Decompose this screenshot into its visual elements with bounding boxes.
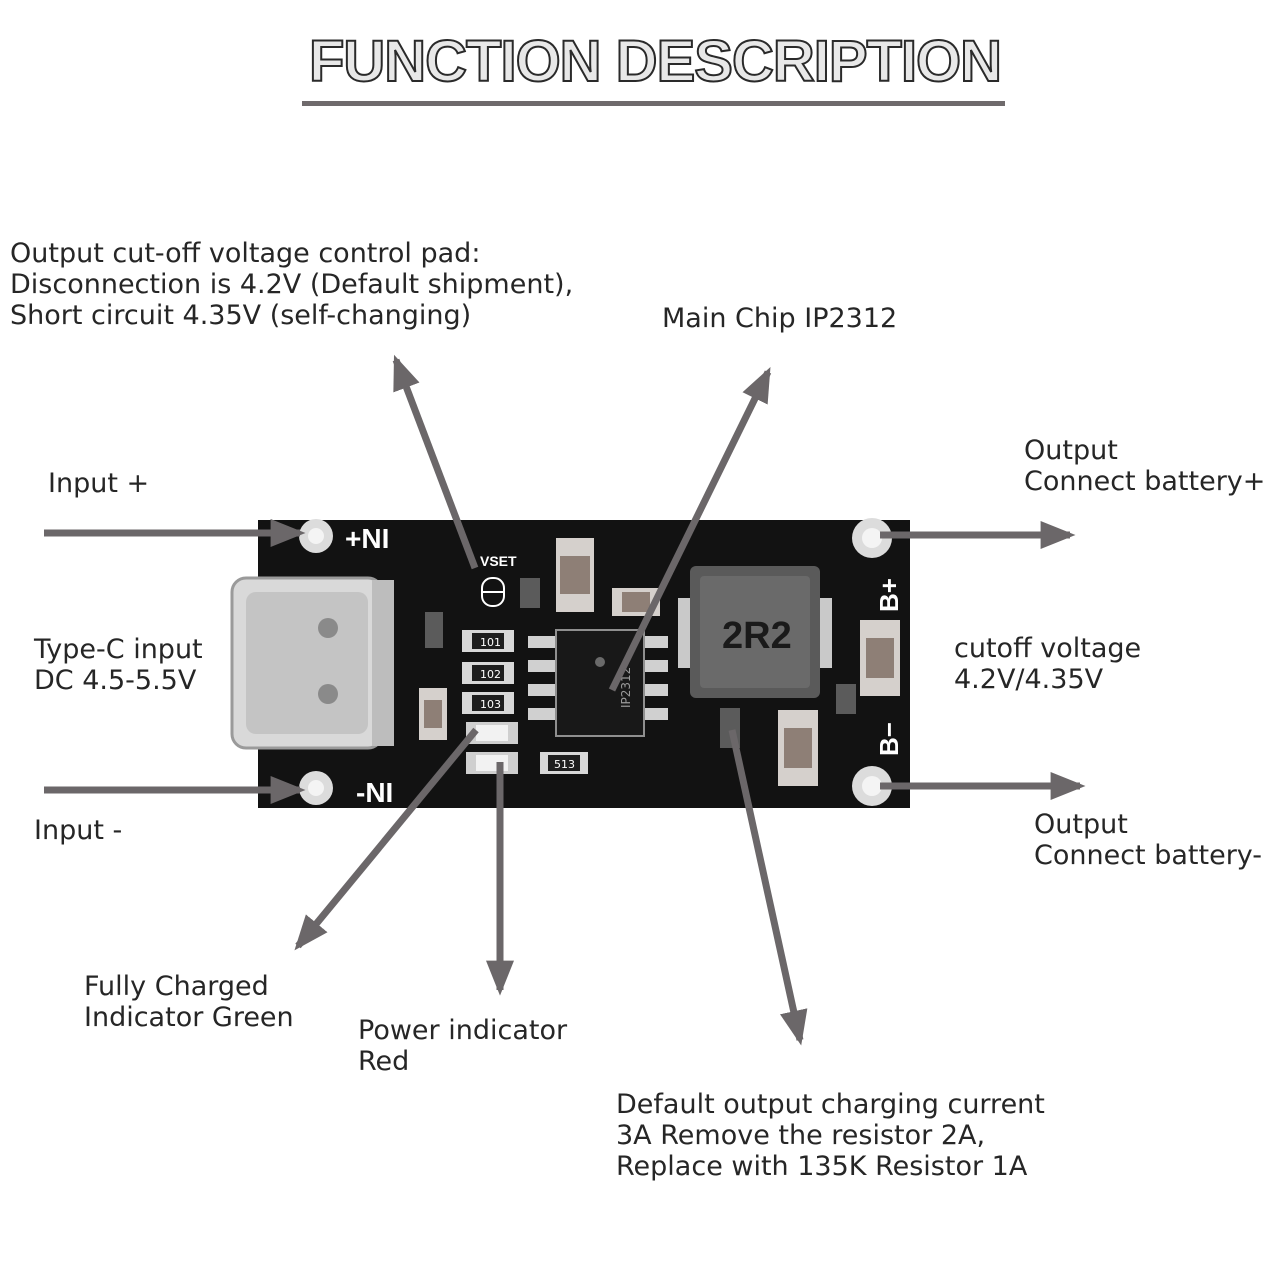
- label-input-minus: Input -: [34, 815, 123, 846]
- arrow-main-chip: [608, 366, 772, 692]
- page-title: FUNCTION DESCRIPTION: [308, 28, 1003, 95]
- label-cutoff-voltage: cutoff voltage 4.2V/4.35V: [954, 633, 1142, 695]
- callout-arrows: [44, 354, 1086, 1046]
- resistor-103-code: 103: [480, 698, 501, 711]
- chip-marking: IP2312: [619, 667, 633, 708]
- led-red: [466, 752, 518, 774]
- resistor-102-code: 102: [480, 668, 501, 681]
- label-charging-current: Default output charging current 3A Remov…: [616, 1089, 1045, 1182]
- pad-input-minus: [299, 771, 333, 805]
- pad-input-plus: [299, 519, 333, 553]
- label-type-c: Type-C input DC 4.5-5.5V: [34, 634, 203, 696]
- label-power-indicator: Power indicator Red: [358, 1015, 568, 1077]
- title-underline: [302, 101, 1005, 106]
- vset-pad: [481, 577, 505, 607]
- label-input-plus: Input +: [48, 468, 150, 499]
- resistor-513-code: 513: [554, 758, 575, 771]
- inductor-code: 2R2: [722, 615, 792, 657]
- pad-battery-plus: [852, 518, 892, 558]
- silk-input-minus: -NI: [356, 777, 393, 808]
- label-output-plus: Output Connect battery+: [1024, 435, 1266, 497]
- label-cutoff-pad: Output cut-off voltage control pad: Disc…: [10, 238, 574, 331]
- resistor-bank: 101 102 103 513: [462, 630, 588, 774]
- arrow-fully-charged: [294, 727, 479, 951]
- label-main-chip: Main Chip IP2312: [662, 303, 898, 334]
- type-c-connector: [230, 576, 394, 750]
- silk-battery-minus: B−: [874, 722, 904, 756]
- silk-input-plus: +NI: [345, 523, 389, 554]
- resistor-101-code: 101: [480, 636, 501, 649]
- label-fully-charged: Fully Charged Indicator Green: [84, 971, 294, 1033]
- silk-vset: VSET: [480, 553, 517, 569]
- arrow-charging-current: [728, 729, 808, 1046]
- inductor-2r2: 2R2: [678, 566, 832, 698]
- arrow-cutoff-pad: [392, 354, 479, 570]
- silk-battery-plus: B+: [874, 578, 904, 612]
- pad-battery-minus: [852, 766, 892, 806]
- led-green: [466, 722, 518, 744]
- label-output-minus: Output Connect battery-: [1034, 809, 1263, 871]
